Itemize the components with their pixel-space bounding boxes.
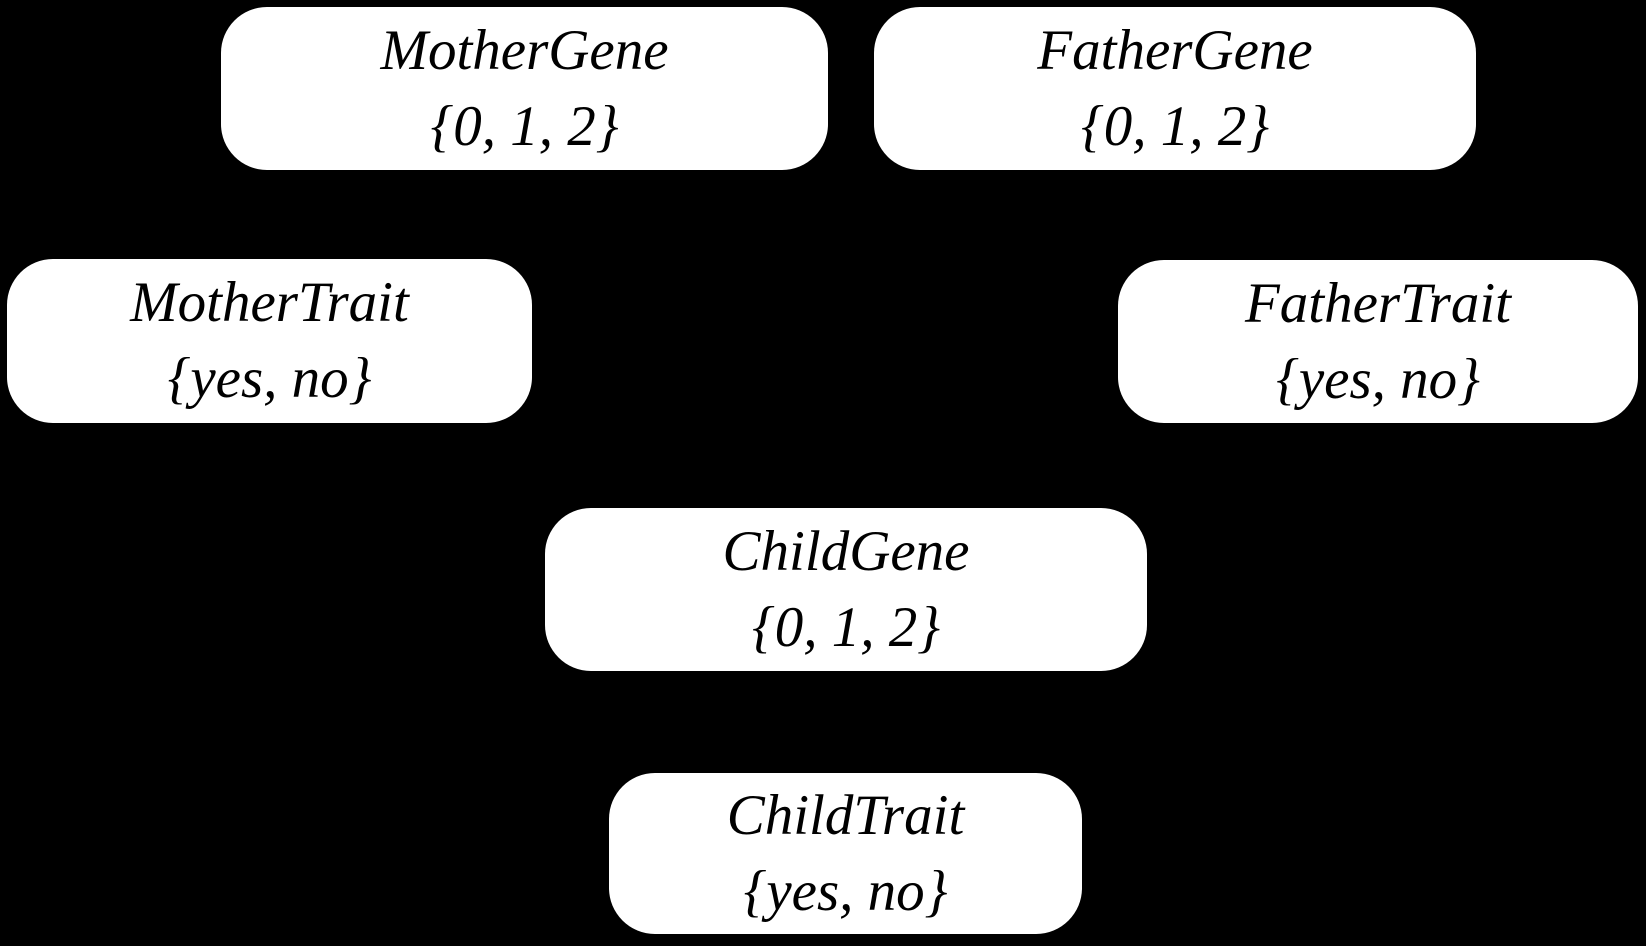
node-child-gene-label: ChildGene	[722, 519, 970, 583]
node-child-gene: ChildGene {0, 1, 2}	[545, 508, 1147, 671]
node-child-gene-domain: {0, 1, 2}	[751, 595, 941, 659]
node-father-gene-domain: {0, 1, 2}	[1080, 94, 1270, 158]
node-child-trait: ChildTrait {yes, no}	[609, 773, 1082, 934]
node-father-trait-domain: {yes, no}	[1276, 347, 1480, 411]
node-mother-trait-domain: {yes, no}	[167, 347, 372, 410]
node-father-trait-label: FatherTrait	[1244, 271, 1512, 335]
node-mother-trait: MotherTrait {yes, no}	[7, 259, 532, 423]
node-child-trait-domain: {yes, no}	[743, 859, 948, 923]
node-mother-trait-label: MotherTrait	[130, 271, 409, 334]
node-mother-gene: MotherGene {0, 1, 2}	[221, 7, 828, 170]
node-mother-gene-domain: {0, 1, 2}	[430, 94, 619, 158]
node-mother-gene-label: MotherGene	[380, 18, 669, 82]
node-father-trait: FatherTrait {yes, no}	[1118, 260, 1638, 423]
node-father-gene-label: FatherGene	[1037, 18, 1313, 82]
node-father-gene: FatherGene {0, 1, 2}	[874, 7, 1476, 170]
node-child-trait-label: ChildTrait	[726, 783, 965, 847]
